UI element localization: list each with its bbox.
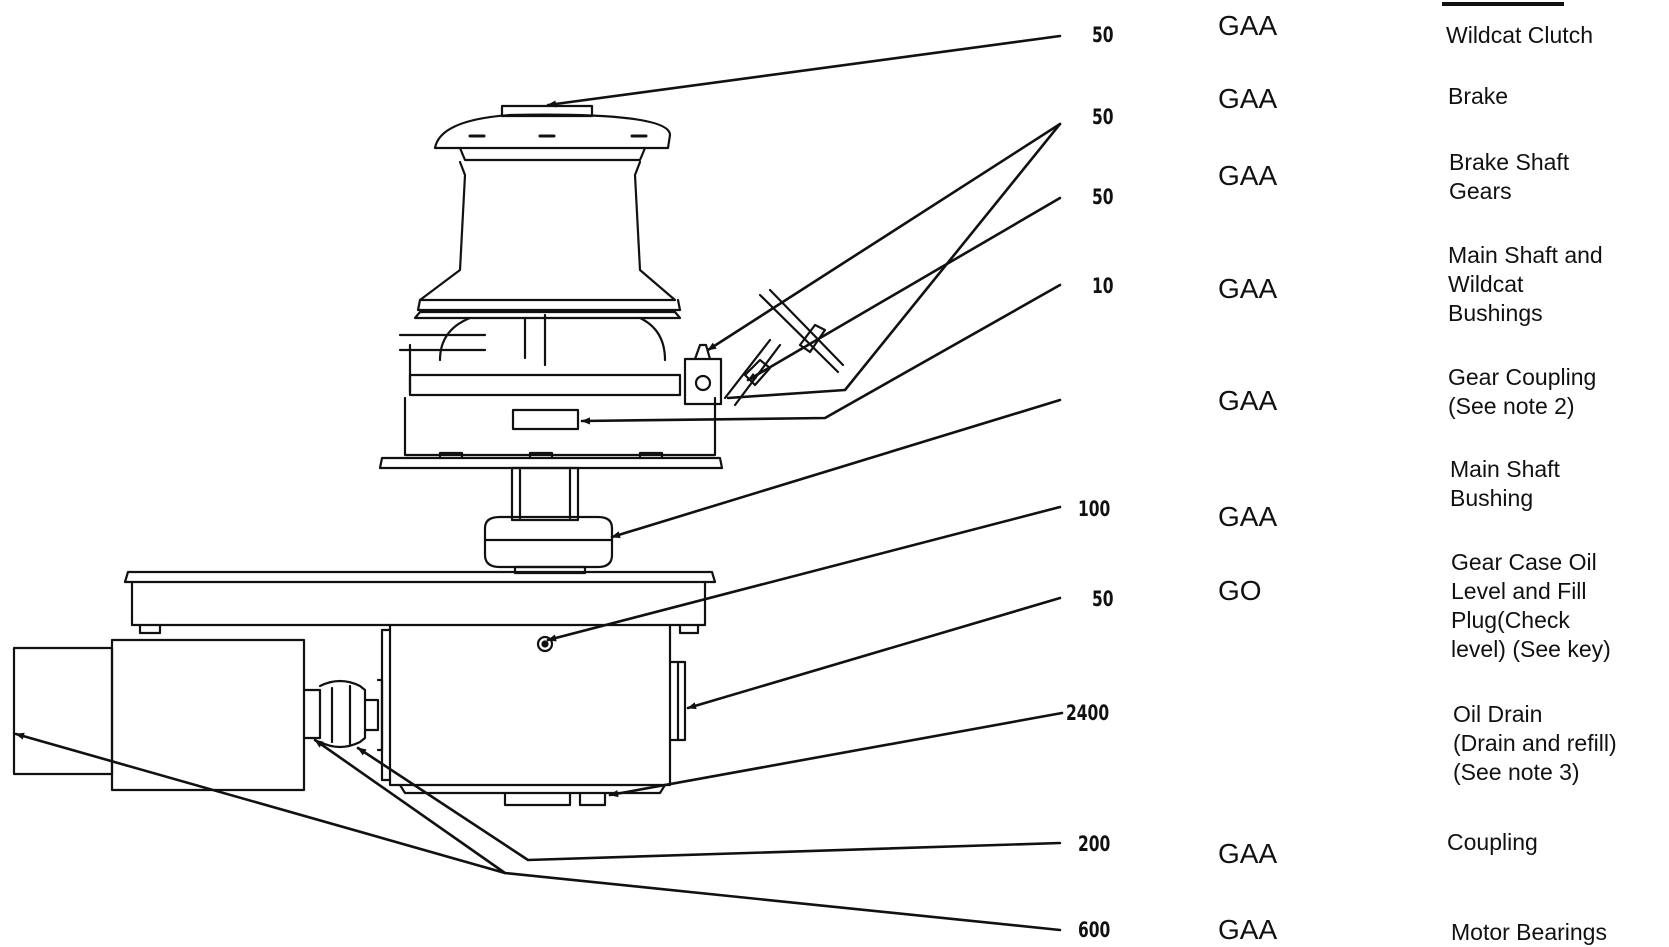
interval-label: 50 bbox=[1092, 185, 1114, 209]
lubricant-label: GAA bbox=[1218, 10, 1278, 41]
lube-point-label: Coupling bbox=[1447, 829, 1538, 855]
interval-label: 10 bbox=[1092, 274, 1114, 298]
lube-point-label: Brake bbox=[1448, 83, 1509, 109]
interval-label: 100 bbox=[1078, 497, 1111, 521]
lube-point-label: Main Shaft and Wildcat Bushings bbox=[1448, 242, 1603, 326]
table-top-rule bbox=[1442, 2, 1564, 6]
lubricant-label: GO bbox=[1218, 575, 1262, 606]
lubricant-label: GAA bbox=[1218, 385, 1278, 416]
main-shaft bbox=[483, 466, 614, 575]
lube-point-label: Gear Case Oil Level and Fill Plug(Check … bbox=[1451, 549, 1611, 662]
interval-label: 200 bbox=[1078, 832, 1111, 856]
gear-case bbox=[380, 623, 687, 807]
lube-point-label: Oil Drain (Drain and refill) (See note 3… bbox=[1453, 701, 1617, 785]
lube-point-label: Motor Bearings bbox=[1451, 919, 1607, 945]
wildcat-head bbox=[413, 104, 682, 367]
lubricant-label: GAA bbox=[1218, 273, 1278, 304]
lube-point-label: Main Shaft Bushing bbox=[1450, 456, 1560, 511]
brake-frame bbox=[378, 288, 845, 470]
lubricant-label: GAA bbox=[1218, 838, 1278, 869]
lubricant-label: GAA bbox=[1218, 160, 1278, 191]
deck-plate bbox=[123, 570, 717, 635]
interval-label: 600 bbox=[1078, 918, 1111, 942]
lube-point-label: Brake Shaft Gears bbox=[1449, 149, 1570, 204]
lube-point-label: Gear Coupling (See note 2) bbox=[1448, 364, 1597, 419]
lube-point-label: Wildcat Clutch bbox=[1446, 22, 1593, 48]
interval-label: 50 bbox=[1092, 587, 1114, 611]
interval-label: 2400 bbox=[1066, 701, 1110, 725]
lubricant-label: GAA bbox=[1218, 83, 1278, 114]
interval-label: 50 bbox=[1092, 23, 1114, 47]
lubricant-label: GAA bbox=[1218, 501, 1278, 532]
interval-label: 50 bbox=[1092, 105, 1114, 129]
lubricant-label: GAA bbox=[1218, 914, 1278, 945]
leader-lines bbox=[14, 34, 1064, 932]
drive-motor bbox=[12, 638, 384, 792]
